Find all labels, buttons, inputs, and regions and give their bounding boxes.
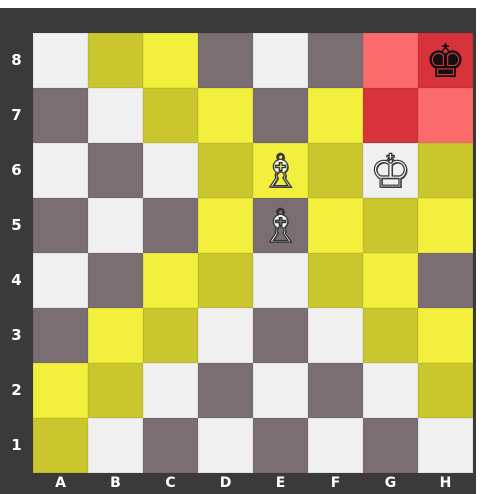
square-c3[interactable] [143,308,198,363]
square-a1[interactable] [33,418,88,473]
square-a6[interactable] [33,143,88,198]
square-b1[interactable] [88,418,143,473]
rank-label: 4 [0,253,33,308]
square-c7[interactable] [143,88,198,143]
square-b5[interactable] [88,198,143,253]
square-g8[interactable] [363,33,418,88]
square-c1[interactable] [143,418,198,473]
square-f6[interactable] [308,143,363,198]
square-h4[interactable] [418,253,473,308]
square-e8[interactable] [253,33,308,88]
rank-label: 6 [0,143,33,198]
square-g4[interactable] [363,253,418,308]
square-h8[interactable]: ♚ [418,33,473,88]
square-f2[interactable] [308,363,363,418]
rank-label: 5 [0,198,33,253]
white-bishop-icon[interactable]: ♗ [260,203,301,249]
square-b7[interactable] [88,88,143,143]
square-d2[interactable] [198,363,253,418]
file-label: F [308,473,363,494]
square-d7[interactable] [198,88,253,143]
square-h5[interactable] [418,198,473,253]
file-label: G [363,473,418,494]
square-a4[interactable] [33,253,88,308]
square-g1[interactable] [363,418,418,473]
square-h2[interactable] [418,363,473,418]
square-f1[interactable] [308,418,363,473]
square-g3[interactable] [363,308,418,363]
square-g5[interactable] [363,198,418,253]
square-d6[interactable] [198,143,253,198]
square-c5[interactable] [143,198,198,253]
square-g6[interactable]: ♔ [363,143,418,198]
file-label: A [33,473,88,494]
square-e5[interactable]: ♗ [253,198,308,253]
square-f5[interactable] [308,198,363,253]
square-b3[interactable] [88,308,143,363]
square-e7[interactable] [253,88,308,143]
square-e2[interactable] [253,363,308,418]
rank-label: 1 [0,418,33,473]
square-b6[interactable] [88,143,143,198]
file-label: H [418,473,473,494]
square-h3[interactable] [418,308,473,363]
rank-label: 2 [0,363,33,418]
square-f7[interactable] [308,88,363,143]
square-f8[interactable] [308,33,363,88]
rank-label: 3 [0,308,33,363]
square-c6[interactable] [143,143,198,198]
square-e3[interactable] [253,308,308,363]
square-b4[interactable] [88,253,143,308]
square-e6[interactable]: ♗ [253,143,308,198]
file-label: B [88,473,143,494]
square-c2[interactable] [143,363,198,418]
square-b2[interactable] [88,363,143,418]
white-king-icon[interactable]: ♔ [370,148,411,194]
square-a5[interactable] [33,198,88,253]
square-h6[interactable] [418,143,473,198]
square-h1[interactable] [418,418,473,473]
square-d3[interactable] [198,308,253,363]
file-label: E [253,473,308,494]
square-g2[interactable] [363,363,418,418]
square-a7[interactable] [33,88,88,143]
square-d8[interactable] [198,33,253,88]
square-h7[interactable] [418,88,473,143]
square-e1[interactable] [253,418,308,473]
square-c4[interactable] [143,253,198,308]
square-g7[interactable] [363,88,418,143]
file-label: D [198,473,253,494]
square-c8[interactable] [143,33,198,88]
rank-label: 7 [0,88,33,143]
square-a3[interactable] [33,308,88,363]
rank-label: 8 [0,33,33,88]
square-a2[interactable] [33,363,88,418]
square-f3[interactable] [308,308,363,363]
square-f4[interactable] [308,253,363,308]
chessboard: ♚ ♗ ♔ ♗ [33,33,473,473]
black-king-icon[interactable]: ♚ [425,38,466,84]
square-e4[interactable] [253,253,308,308]
square-b8[interactable] [88,33,143,88]
square-d1[interactable] [198,418,253,473]
square-d5[interactable] [198,198,253,253]
white-bishop-icon[interactable]: ♗ [260,148,301,194]
file-label: C [143,473,198,494]
square-d4[interactable] [198,253,253,308]
square-a8[interactable] [33,33,88,88]
